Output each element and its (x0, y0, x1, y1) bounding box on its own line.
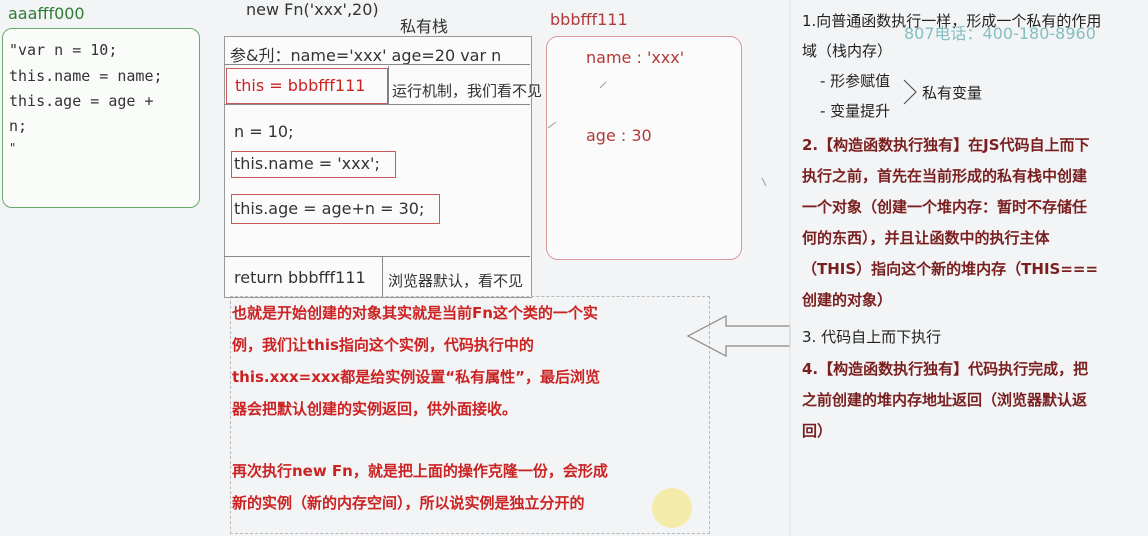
return-note: 浏览器默认，看不见 (388, 272, 524, 290)
name-box (231, 151, 396, 178)
step-3: 3. 代码自上而下执行 (802, 328, 942, 346)
age-line: this.age = age+n = 30; (234, 199, 425, 218)
hollow-arrow (686, 315, 791, 357)
step-4: 4.【构造函数执行独有】代码执行完成，把 (802, 360, 1089, 378)
highlight-dot (652, 488, 692, 528)
heap-address-right: bbbfff111 (550, 10, 628, 29)
this-note: 运行机制，我们看不见 (392, 82, 543, 100)
step-4: 之前创建的堆内存地址返回（浏览器默认返 (802, 391, 1088, 409)
age-box (231, 194, 440, 224)
stack-call: new Fn('xxx',20) (246, 0, 379, 19)
note-line: this.xxx=xxx都是给实例设置“私有属性”，最后浏览 (232, 368, 600, 386)
watermark: 807电话：400-180-8960 (904, 24, 1096, 43)
step-2: 执行之前，首先在当前形成的私有栈中创建 (802, 167, 1088, 185)
this-box (226, 68, 388, 104)
ink-mark (547, 121, 557, 129)
private-vars-label: 私有变量 (922, 84, 983, 102)
private-stack-box (224, 36, 532, 298)
code-line: this.name = name; (9, 67, 163, 85)
code-line: this.age = age + (9, 92, 154, 110)
note-line: 器会把默认创建的实例返回，供外面接收。 (232, 400, 518, 418)
sub-step: - 形参赋值 (820, 72, 891, 90)
n-line: n = 10; (234, 122, 294, 141)
notes-box (230, 296, 710, 534)
note-line: 再次执行new Fn，就是把上面的操作克隆一份，会形成 (232, 462, 608, 480)
this-line: this = bbbfff111 (235, 76, 366, 95)
stack-params: 参&刋：name='xxx' age=20 var n (230, 46, 502, 65)
step-2: 何的东西），并且让函数中的执行主体 (802, 229, 1050, 247)
step-4: 回） (802, 422, 833, 440)
note-line: 也就是开始创建的对象其实就是当前Fn这个类的一个实 (232, 304, 598, 322)
heap-name: name : 'xxx' (586, 48, 685, 67)
step-1: 域（栈内存） (802, 42, 893, 60)
function-heap-box: "var n = 10; this.name = name; this.age … (2, 28, 200, 208)
code-line: " (9, 141, 17, 155)
code-line: "var n = 10; (9, 41, 118, 59)
ink-mark (599, 81, 607, 89)
note-line: 新的实例（新的内存空间），所以说实例是独立分开的 (232, 494, 585, 512)
step-2: 创建的对象） (802, 291, 893, 309)
heap-address-left: aaafff000 (8, 4, 85, 23)
step-2: （THIS）指向这个新的堆内存（THIS=== (802, 260, 1099, 278)
sub-step: - 变量提升 (820, 102, 891, 120)
brace-arrow (903, 79, 917, 105)
stack-title: 私有栈 (400, 17, 449, 36)
return-line: return bbbfff111 (234, 268, 366, 287)
step-2: 2.【构造函数执行独有】在JS代码自上而下 (802, 136, 1090, 154)
code-line: n; (9, 117, 28, 135)
name-line: this.name = 'xxx'; (234, 154, 380, 173)
step-1: 1.向普通函数执行一样，形成一个私有的作用 (802, 12, 1102, 30)
note-line: 例，我们让this指向这个实例，代码执行中的 (232, 336, 534, 354)
heap-age: age : 30 (586, 126, 652, 145)
instance-heap-box (546, 36, 742, 260)
ink-mark (761, 177, 767, 187)
step-2: 一个对象（创建一个堆内存：暂时不存储任 (802, 198, 1088, 216)
